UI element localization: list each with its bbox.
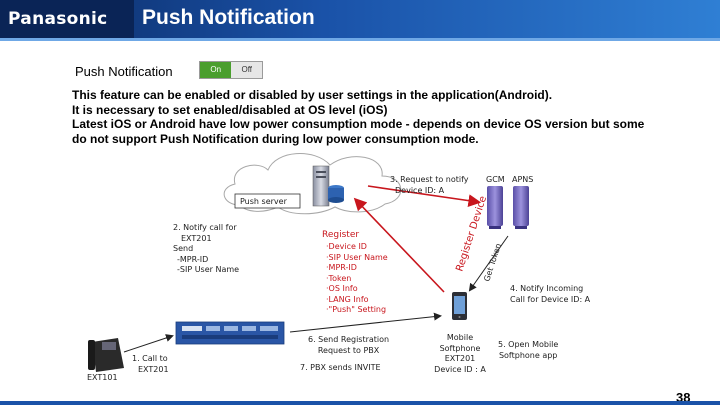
register-item: ·Token <box>326 273 352 283</box>
register-title: Register <box>322 230 360 240</box>
register-item: ·MPR-ID <box>326 263 357 272</box>
step3-line: 3. Request to notify <box>390 175 469 184</box>
mobile-phone-icon <box>452 292 467 320</box>
register-item: ·OS Info <box>326 284 358 293</box>
ext101-label: EXT101 <box>87 373 118 382</box>
feature-description: This feature can be enabled or disabled … <box>72 88 672 146</box>
gcm-server-icon <box>487 186 503 229</box>
step5-open-app: 5. Open Mobile Softphone app <box>498 340 558 361</box>
mobile-softphone-label: Mobile Softphone EXT201 Device ID : A <box>432 333 488 375</box>
register-items: ·Device ID ·SIP User Name ·MPR-ID ·Token… <box>326 242 388 316</box>
call-arrow <box>123 334 174 353</box>
register-item: ·Device ID <box>326 242 367 251</box>
step1-line: 1. Call to <box>132 354 168 363</box>
step2-line: EXT201 <box>181 233 212 243</box>
step4-notify-incoming: 4. Notify Incoming Call for Device ID: A <box>510 284 590 305</box>
description-line: Latest iOS or Android have low power con… <box>72 117 645 131</box>
toggle-on-option[interactable]: On <box>200 62 232 78</box>
step2-notify-call: 2. Notify call for EXT201 Send -MPR-ID -… <box>173 223 239 276</box>
step1-call: 1. Call to EXT201 <box>132 354 169 375</box>
page-title: Push Notification <box>142 6 315 29</box>
mobile-line: Mobile <box>446 333 474 342</box>
step5-line: Softphone app <box>498 350 558 360</box>
pbx-unit-icon <box>175 321 285 345</box>
register-arrow <box>353 197 445 293</box>
header-divider <box>0 38 720 41</box>
step3-line: Device ID: A <box>395 185 445 195</box>
step2-line: Send <box>173 244 194 253</box>
mobile-line: EXT201 <box>444 354 476 363</box>
step1-line: EXT201 <box>138 364 169 374</box>
register-item: ·LANG Info <box>326 294 369 304</box>
mobile-line: Device ID : A <box>434 364 486 374</box>
register-device-label: Register Device <box>454 195 489 273</box>
notify-incoming-arrow <box>468 235 509 292</box>
panasonic-logo: Panasonic <box>8 9 108 29</box>
push-server-label-box <box>234 193 301 209</box>
apns-server-icon <box>513 186 529 229</box>
request-notify-arrow <box>367 185 482 207</box>
get-token-label: Get Token <box>482 242 503 282</box>
step3-request-notify: 3. Request to notify Device ID: A <box>390 175 469 196</box>
step6-line: 6. Send Registration <box>308 335 390 344</box>
register-item: ·"Push" Setting <box>326 305 387 314</box>
description-line: This feature can be enabled or disabled … <box>72 88 553 102</box>
header-bar: Panasonic Push Notification <box>0 0 720 38</box>
step7-pbx-invite: 7. PBX sends INVITE <box>300 363 381 372</box>
push-notification-label: Push Notification <box>75 64 173 79</box>
step5-line: 5. Open Mobile <box>498 340 559 349</box>
push-server-icon <box>312 165 344 207</box>
step4-line: Call for Device ID: A <box>510 294 591 304</box>
step4-line: 4. Notify Incoming <box>510 284 584 293</box>
step6-send-registration: 6. Send Registration Request to PBX <box>308 335 389 356</box>
gcm-label: GCM <box>486 175 505 184</box>
push-notification-toggle[interactable]: On Off <box>199 61 263 79</box>
apns-label: APNS <box>512 175 534 184</box>
step6-line: Request to PBX <box>317 345 380 355</box>
step2-line: 2. Notify call for <box>173 223 237 232</box>
toggle-off-option[interactable]: Off <box>231 62 262 78</box>
desk-phone-icon <box>88 338 124 372</box>
push-server-label: Push server <box>240 197 287 206</box>
pbx-invite-arrow <box>289 312 442 333</box>
register-item: ·SIP User Name <box>326 252 388 262</box>
logo-container: Panasonic <box>0 0 134 38</box>
step2-line: -MPR-ID <box>177 254 209 264</box>
description-line: It is necessary to set enabled/disabled … <box>72 102 388 117</box>
description-line: do not support Push Notification during … <box>72 131 479 146</box>
mobile-line: Softphone <box>439 343 481 353</box>
step2-line: -SIP User Name <box>177 265 240 274</box>
footer-bar <box>0 401 720 405</box>
